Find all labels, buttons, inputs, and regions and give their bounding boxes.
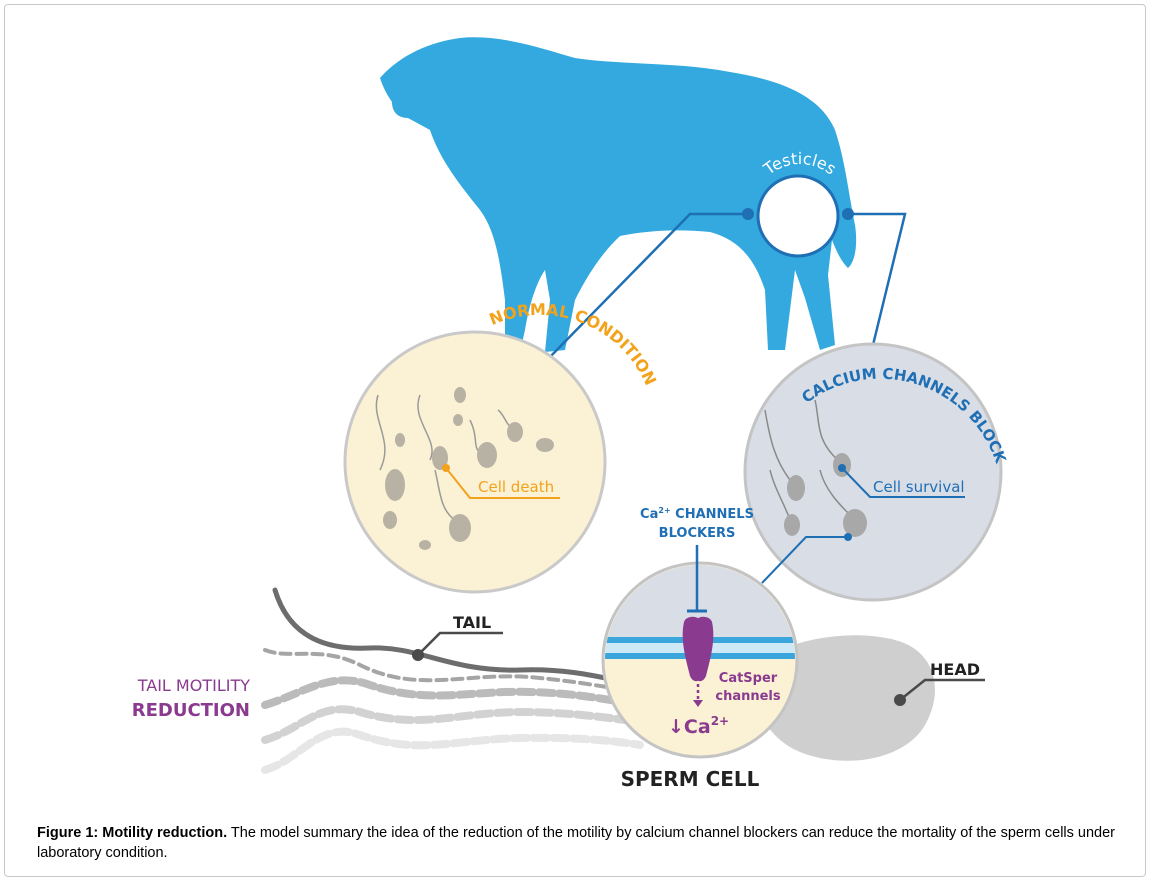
- reduction-label: REDUCTION: [132, 700, 250, 721]
- tail-label: TAIL: [453, 613, 491, 632]
- connector-blocker-to-sperm: [761, 536, 848, 584]
- ca-flow-arrowhead: [693, 700, 703, 707]
- catsper-channel: [682, 616, 714, 682]
- figure-caption: Figure 1: Motility reduction. The model …: [37, 823, 1127, 863]
- head-pointer: [899, 678, 985, 701]
- cell-death-label: Cell death: [478, 478, 554, 496]
- tail-pointer: [417, 631, 503, 656]
- cell-survival-label: Cell survival: [873, 478, 965, 496]
- ca-channels-blockers-label: Ca2+ CHANNELS: [640, 506, 754, 522]
- ca-decrease-label: ↓Ca2+: [668, 714, 729, 738]
- cell-death-pointer: [445, 467, 560, 499]
- cell-survival-dot: [838, 464, 846, 472]
- cell-survival-pointer: [841, 467, 965, 498]
- caption-text: The model summary the idea of the reduct…: [37, 825, 1116, 861]
- connector-blocker-dot: [844, 533, 852, 541]
- sperm-cell-label: SPERM CELL: [621, 767, 760, 791]
- caption-label: Figure 1:: [37, 825, 99, 841]
- caption-title: Motility reduction.: [98, 825, 228, 841]
- testicles-circle: [756, 174, 840, 258]
- normal-sperm-cells: [375, 387, 554, 550]
- cow-silhouette: [380, 37, 857, 352]
- testicles-dot-right: [842, 208, 854, 220]
- normal-condition-circle: [343, 330, 607, 594]
- catsper-label-2: channels: [715, 689, 781, 704]
- tail-dot: [412, 649, 424, 661]
- connector-normal: [546, 212, 748, 361]
- head-dot: [894, 694, 906, 706]
- ca-channels-blockers-label-2: BLOCKERS: [659, 526, 736, 541]
- connector-blocker: [848, 212, 907, 346]
- figure-frame: [4, 4, 1146, 877]
- testicles-dot-left: [742, 208, 754, 220]
- sperm-tails: [261, 587, 644, 774]
- tail-motility-label: TAIL MOTILITY: [137, 676, 250, 695]
- head-label: HEAD: [930, 660, 980, 679]
- cell-death-dot: [442, 464, 450, 472]
- catsper-label-1: CatSper: [719, 671, 778, 686]
- blocker-sperm-cells: [764, 399, 867, 537]
